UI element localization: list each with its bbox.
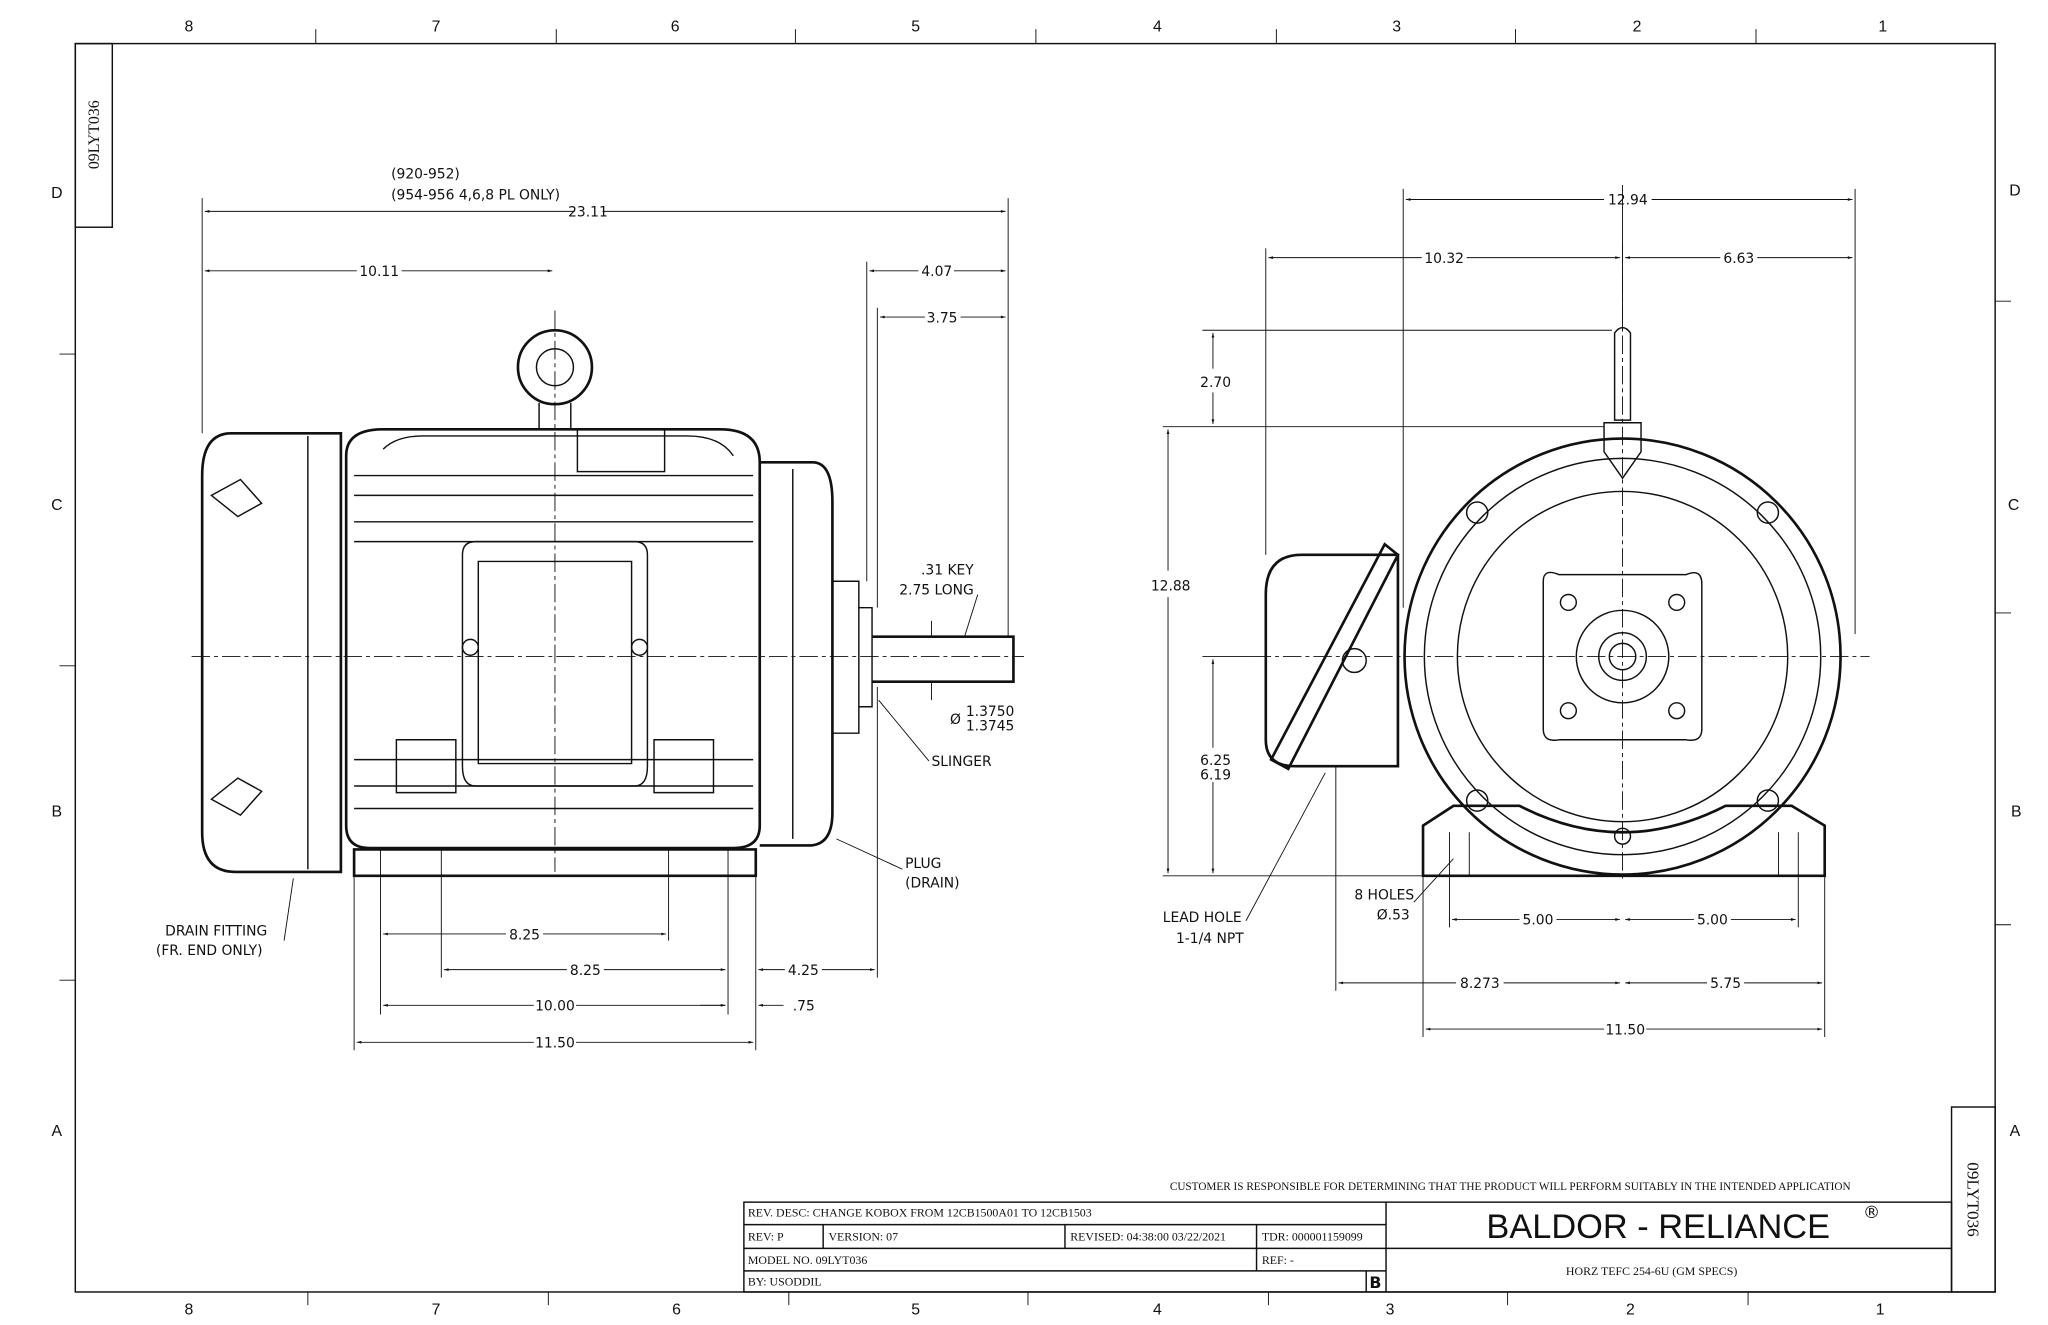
sheet-size: B	[1369, 1273, 1381, 1292]
zone-row-d: D	[51, 185, 62, 202]
model-number: MODEL NO. 09LYT036	[748, 1253, 867, 1267]
zone-col-3: 3	[1392, 19, 1401, 36]
holes-label: 8 HOLES	[1354, 888, 1414, 904]
zone-row-c: C	[2008, 497, 2019, 514]
shaft-dia-min: 1.3745	[966, 719, 1015, 735]
zone-col-4: 4	[1153, 1301, 1162, 1318]
dim-right-half: 6.63	[1723, 251, 1754, 267]
drawn-by: BY: USODDIL	[748, 1274, 822, 1288]
dim-foot-half-right: 5.00	[1697, 913, 1728, 929]
registered-mark: ®	[1863, 1203, 1880, 1223]
drawing-description: HORZ TEFC 254-6U (GM SPECS)	[1566, 1264, 1737, 1278]
lead-hole-label: LEAD HOLE	[1163, 910, 1242, 926]
side-view-labels: (920-952) (954-956 4,6,8 PL ONLY) 23.11 …	[156, 166, 1014, 1051]
zone-row-c: C	[51, 497, 62, 514]
side-view-dimensions	[202, 198, 1008, 1051]
zone-row-b: B	[52, 803, 63, 820]
shaft-dia-max: 1.3750	[966, 704, 1015, 720]
side-view-motor	[191, 310, 1024, 878]
zone-col-5: 5	[911, 19, 920, 36]
disclaimer: CUSTOMER IS RESPONSIBLE FOR DETERMINING …	[1170, 1181, 1851, 1193]
zone-col-6: 6	[671, 19, 680, 36]
zone-row-d: D	[2009, 183, 2020, 200]
dim-foot-half-left: 5.00	[1523, 913, 1554, 929]
dim-overall-width: 12.94	[1608, 193, 1648, 209]
key-length-label: 2.75 LONG	[899, 582, 974, 598]
note-920-952: (920-952)	[391, 166, 460, 182]
slinger-label: SLINGER	[932, 754, 992, 770]
end-view-motor	[1252, 244, 1870, 879]
drawing-number-bottom: 09LYT036	[1963, 1162, 1982, 1237]
zone-labels-side: D C B A D C B A	[51, 183, 2021, 1141]
dim-to-conduit: 10.32	[1424, 251, 1464, 267]
plug-label: PLUG	[905, 856, 941, 872]
rev-desc: REV. DESC: CHANGE KOBOX FROM 12CB1500A01…	[748, 1206, 1092, 1220]
dim-foot-spacing-1: 8.25	[509, 927, 540, 943]
dim-overall-length: 23.11	[568, 205, 608, 221]
drain-fitting-label: DRAIN FITTING	[165, 923, 267, 939]
dim-overall-height: 12.88	[1151, 579, 1191, 595]
lead-hole-size: 1-1/4 NPT	[1176, 931, 1244, 947]
drawing-number-top: 09LYT036	[86, 100, 103, 169]
dim-shaft-height-2: 6.19	[1200, 767, 1231, 783]
dim-shaft-ext-2: 3.75	[927, 310, 958, 326]
dim-base-length: 11.50	[535, 1036, 575, 1052]
end-view-dimensions	[1163, 184, 1855, 1038]
revised-date: REVISED: 04:38:00 03/22/2021	[1070, 1229, 1226, 1243]
zone-col-4: 4	[1153, 19, 1162, 36]
zone-labels-top: 8 7 6 5 4 3 2 1	[185, 19, 1888, 36]
zone-col-2: 2	[1626, 1301, 1635, 1318]
zone-row-a: A	[52, 1123, 63, 1140]
ref: REF: -	[1262, 1253, 1294, 1267]
zone-col-6: 6	[672, 1301, 681, 1318]
dim-base-width: 11.50	[1605, 1022, 1645, 1038]
company-logo: BALDOR - RELIANCE	[1486, 1208, 1830, 1246]
drain-fitting-note: (FR. END ONLY)	[156, 943, 263, 959]
drawing-number-box-top	[74, 42, 114, 228]
zone-col-8: 8	[185, 19, 194, 36]
version: VERSION: 07	[828, 1229, 898, 1243]
note-954-956: (954-956 4,6,8 PL ONLY)	[391, 187, 560, 203]
sheet-border	[74, 42, 1996, 1293]
tdr-number: TDR: 000001159099	[1262, 1229, 1363, 1243]
dim-foot-span: 10.00	[535, 999, 575, 1015]
dim-shaft-height-1: 6.25	[1200, 753, 1231, 769]
holes-dia-label: Ø.53	[1377, 907, 1410, 923]
zone-labels-bottom: 8 7 6 5 4 3 2 1	[185, 1301, 1885, 1318]
dim-foot-offset: .75	[793, 999, 815, 1015]
zone-col-2: 2	[1633, 19, 1642, 36]
zone-col-1: 1	[1876, 1301, 1885, 1318]
drawing-number-box-bottom	[1950, 1106, 1996, 1293]
shaft-dia-symbol: Ø	[950, 712, 961, 728]
end-view-labels: 12.94 10.32 6.63 2.70 12.88 6.25 6.19 8 …	[1151, 193, 1754, 1039]
dim-eyebolt-height: 2.70	[1200, 375, 1231, 391]
rev: REV: P	[748, 1229, 784, 1243]
plug-drain-label: (DRAIN)	[905, 876, 960, 892]
zone-ticks	[59, 29, 2012, 1306]
zone-row-a: A	[2010, 1123, 2021, 1140]
dim-conduit-offset: 8.273	[1460, 976, 1500, 992]
dim-foot-to-shoulder: 4.25	[788, 963, 819, 979]
zone-col-8: 8	[185, 1301, 194, 1318]
zone-col-7: 7	[432, 19, 441, 36]
zone-col-7: 7	[432, 1301, 441, 1318]
zone-col-3: 3	[1386, 1301, 1395, 1318]
zone-col-5: 5	[911, 1301, 920, 1318]
dim-foot-spacing-2: 8.25	[570, 963, 601, 979]
dim-to-eyebolt: 10.11	[359, 264, 399, 280]
zone-col-1: 1	[1878, 19, 1887, 36]
dim-shaft-ext-1: 4.07	[921, 264, 952, 280]
title-block: REV. DESC: CHANGE KOBOX FROM 12CB1500A01…	[743, 1201, 1953, 1293]
key-label: .31 KEY	[921, 563, 974, 579]
dim-base-half: 5.75	[1710, 976, 1741, 992]
zone-row-b: B	[2011, 803, 2022, 820]
